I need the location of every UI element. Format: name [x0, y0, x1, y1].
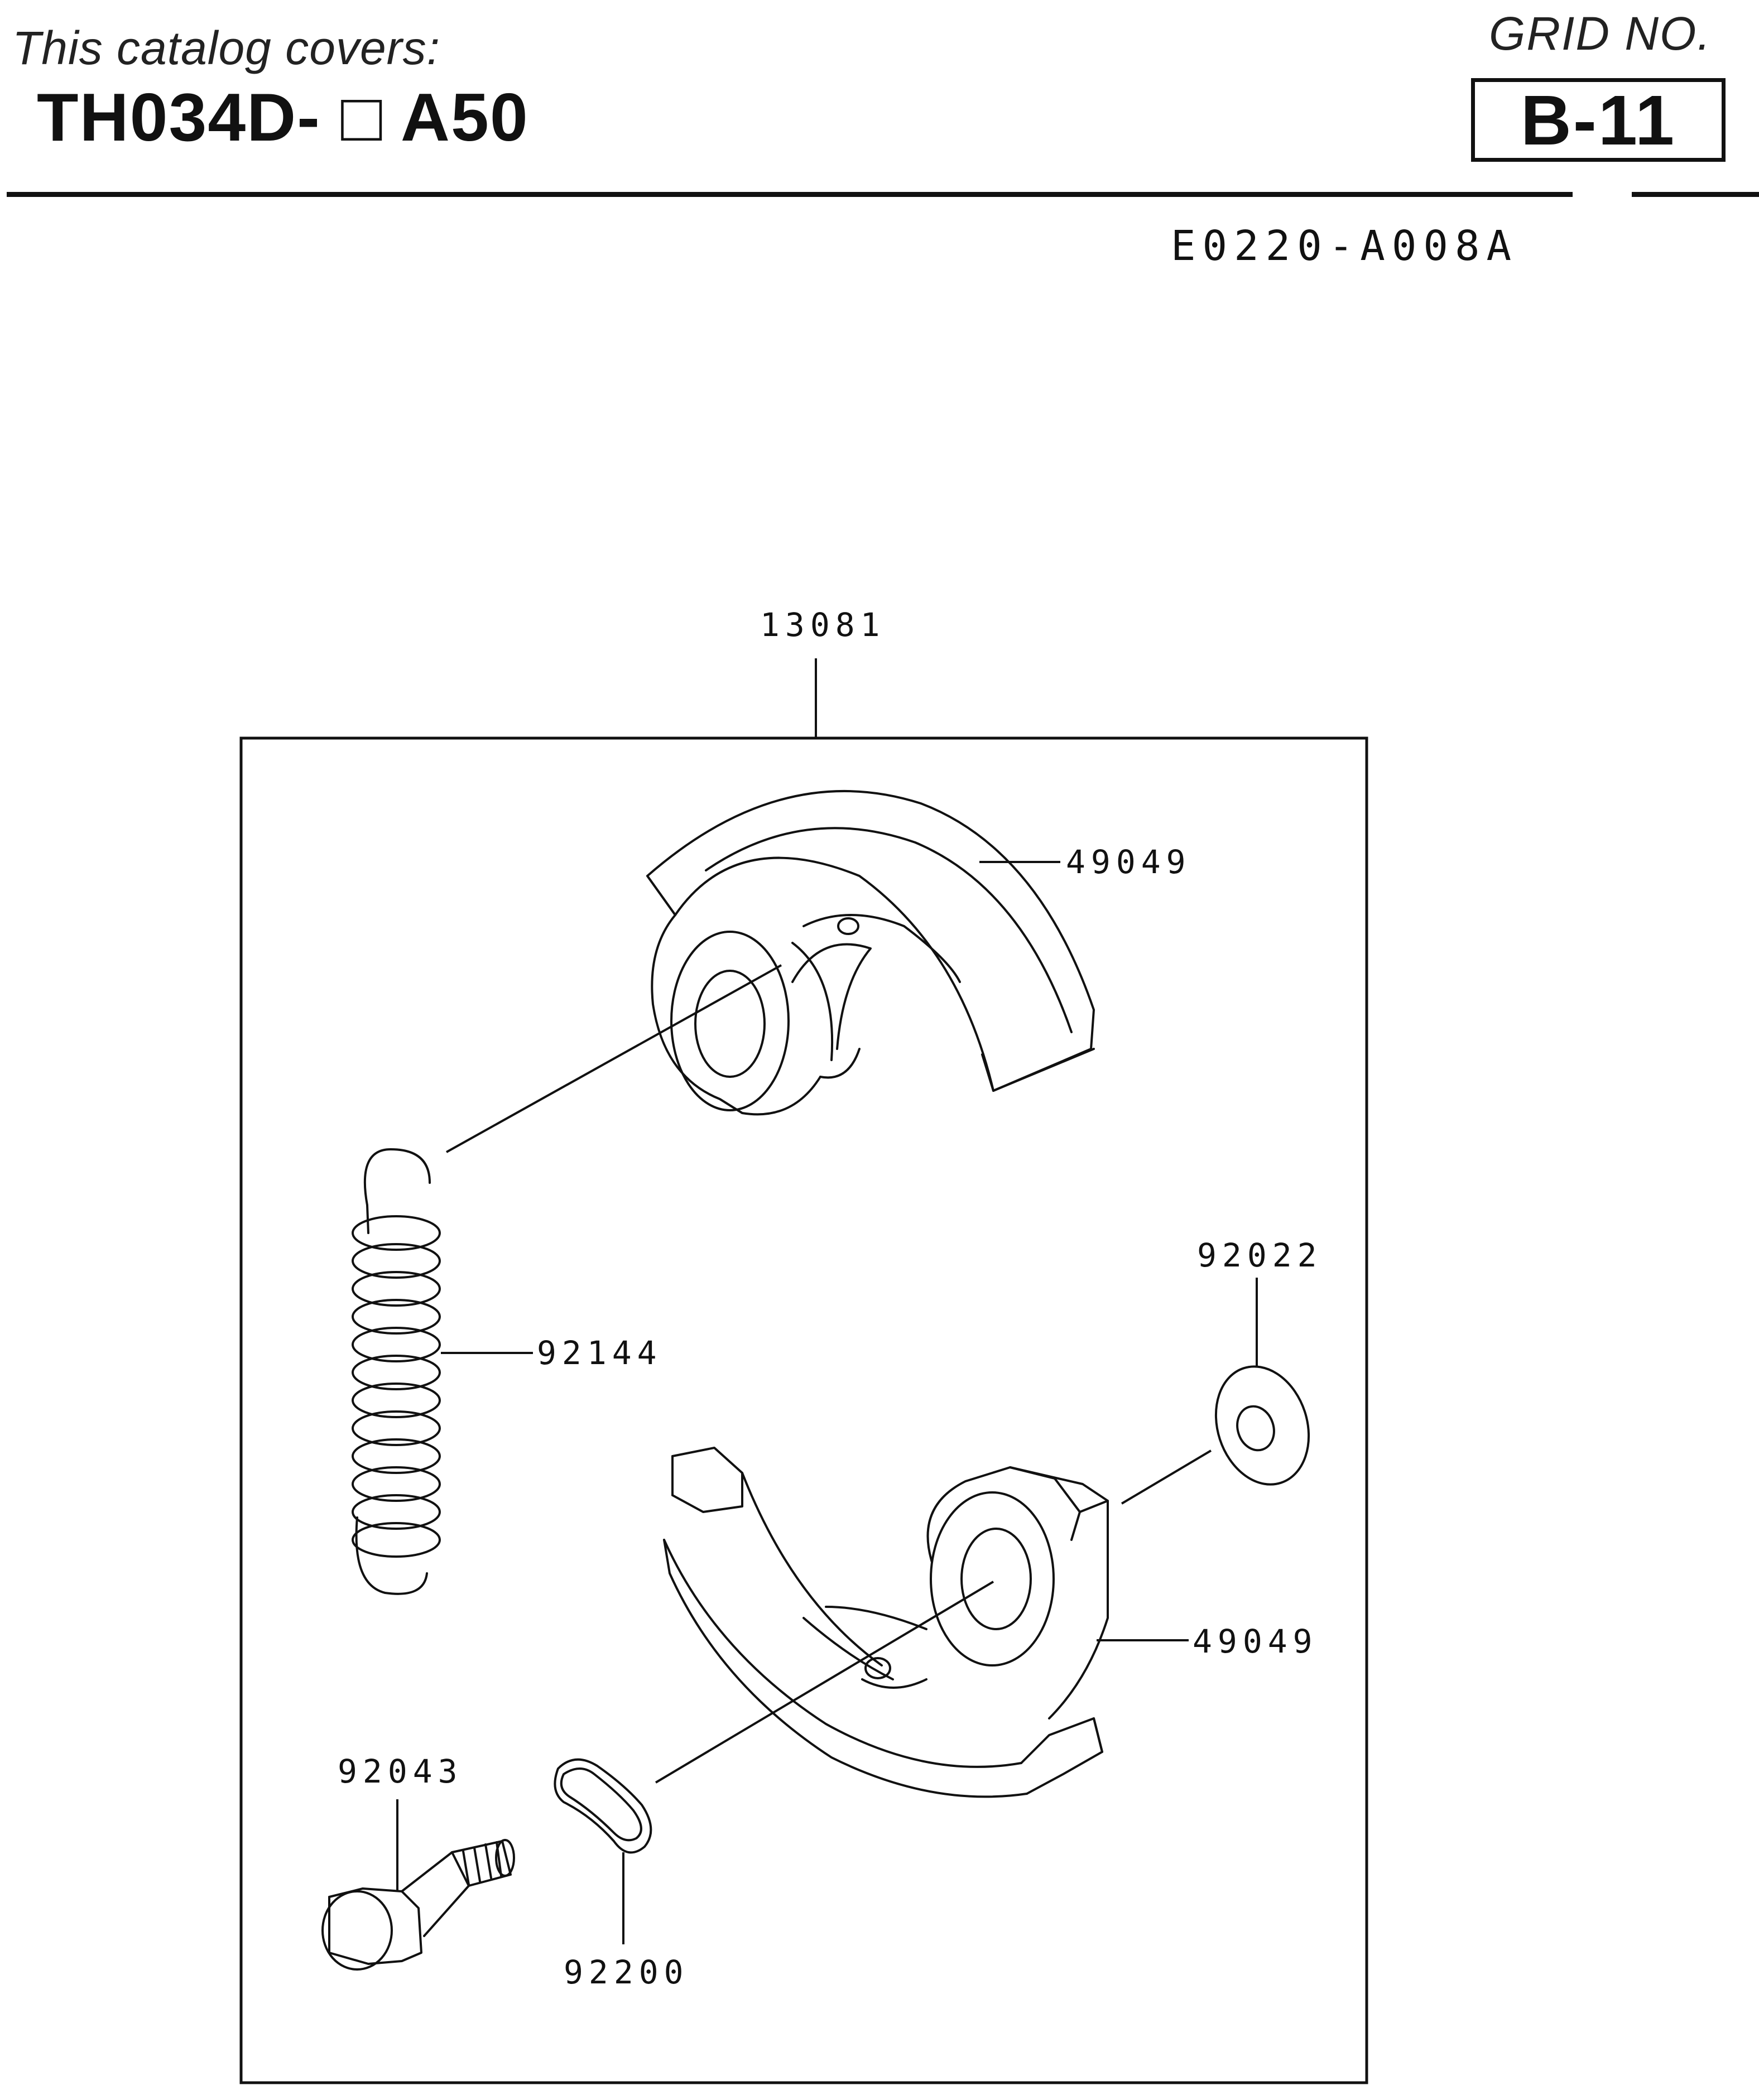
catalog-covers-label: This catalog covers:: [12, 22, 440, 74]
callout-49049-lower: 49049: [1193, 1622, 1318, 1660]
callout-92144: 92144: [537, 1334, 662, 1372]
callout-13081: 13081: [760, 606, 886, 644]
tension-spring: [352, 1148, 441, 1595]
callout-49049-upper: 49049: [1066, 843, 1191, 881]
callout-92043: 92043: [338, 1752, 463, 1790]
header-rule-right: [1632, 192, 1759, 197]
grid-number-label: GRID NO.: [1489, 7, 1712, 60]
lower-brake-shoe: [663, 1447, 1109, 1798]
assembly-frame: [239, 736, 1368, 2084]
washer: [1214, 1365, 1310, 1486]
spring-axis-line: [446, 964, 782, 1153]
drawing-code: E0220-A008A: [1171, 222, 1518, 270]
grid-number-box: B-11: [1471, 78, 1726, 162]
lower-shoe-axis-line: [655, 1581, 994, 1784]
spring-clip: [554, 1758, 652, 1854]
grid-number-value: B-11: [1520, 80, 1676, 160]
shoulder-bolt: [321, 1839, 515, 1971]
callout-92022: 92022: [1197, 1236, 1323, 1274]
header-rule-left: [7, 192, 1573, 197]
model-code: TH034D- □ A50: [37, 79, 529, 155]
upper-brake-shoe: [646, 790, 1095, 1116]
washer-axis-line: [1121, 1449, 1212, 1505]
callout-92200: 92200: [564, 1953, 689, 1991]
